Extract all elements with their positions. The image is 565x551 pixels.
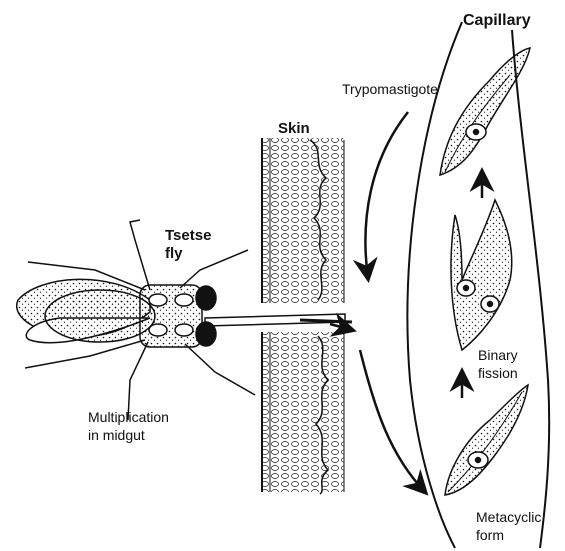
dividing-cell: [451, 200, 512, 350]
metacyclic-label-line1: Metacyclic: [476, 509, 541, 525]
trypomastigote-cell: [440, 48, 530, 175]
multiplication-label-line1: Multiplication: [88, 409, 169, 425]
capillary-label: Capillary: [463, 12, 531, 29]
binary-fission-label-line1: Binary: [478, 347, 518, 363]
metacyclic-cell: [445, 385, 528, 495]
skin-label: Skin: [278, 120, 310, 137]
tsetse-label-line1: Tsetse: [165, 227, 211, 244]
metacyclic-label-line2: form: [476, 527, 504, 543]
trypomastigote-label: Trypomastigote: [342, 81, 438, 97]
multiplication-label-line2: in midgut: [88, 427, 145, 443]
binary-fission-label-line2: fission: [478, 365, 518, 381]
tsetse-label-line2: fly: [165, 245, 183, 262]
